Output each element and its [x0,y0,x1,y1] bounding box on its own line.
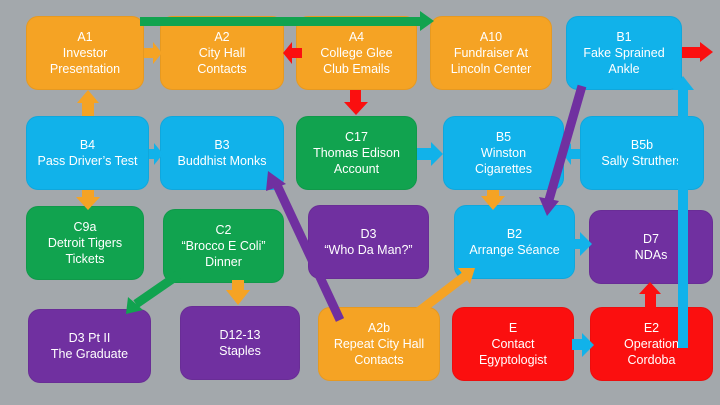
node-c2: C2 “Brocco E Coli” Dinner [163,209,284,283]
node-e2-code: E2 [643,321,660,335]
arrow-c2-d1213 [226,280,250,305]
node-e: E Contact Egyptologist [452,307,574,381]
node-b5-label: Winston Cigarettes [475,146,532,176]
node-c2-code: C2 [215,223,232,237]
node-d7-label: NDAs [634,248,668,262]
node-a10-label: Fundraiser At Lincoln Center [450,46,532,76]
node-d7-code: D7 [643,232,659,246]
node-a4-code: A4 [348,30,365,44]
node-b4: B4 Pass Driver’s Test [26,116,149,190]
node-b2: B2 Arrange Séance [454,205,575,279]
node-a2b-label: Repeat City Hall Contacts [333,337,425,367]
node-d7: D7 NDAs [589,210,713,284]
node-d1213-code: D12-13 [219,328,261,342]
node-a2-label: City Hall Contacts [197,46,247,76]
node-e2: E2 Operation Cordoba [590,307,713,381]
node-b4-label: Pass Driver’s Test [37,154,138,168]
node-e-code: E [508,321,518,335]
node-c9a: C9a Detroit Tigers Tickets [26,206,144,280]
arrow-b1-out [682,42,713,62]
node-b5b-label: Sally Struthers [601,154,683,168]
node-a1: A1 Investor Presentation [26,16,144,90]
node-a4-label: College Glee Club Emails [320,46,393,76]
arrow-c17-b5 [417,142,443,166]
arrow-b4-a1 [77,90,99,116]
node-a1-label: Investor Presentation [49,46,121,76]
node-a10: A10 Fundraiser At Lincoln Center [430,16,552,90]
node-a2: A2 City Hall Contacts [160,16,284,90]
node-b3-code: B3 [214,138,230,152]
node-a1-code: A1 [77,30,93,44]
node-b2-label: Arrange Séance [469,243,560,257]
node-e-label: Contact Egyptologist [478,337,548,367]
node-a2b-code: A2b [367,321,391,335]
node-d3-code: D3 [360,227,377,241]
arrow-a4-c17 [344,90,368,115]
node-d3pt2: D3 Pt II The Graduate [28,309,151,383]
arrow-e2-d7 [639,282,661,308]
node-c9a-code: C9a [73,220,97,234]
node-b5b-code: B5b [630,138,654,152]
node-b1-label: Fake Sprained Ankle [583,46,665,76]
node-d3pt2-code: D3 Pt II [68,331,111,345]
node-b1-code: B1 [616,30,632,44]
node-d1213-label: Staples [219,344,261,358]
node-d3pt2-label: The Graduate [50,347,129,361]
arrow-b5b-b5 [563,143,580,165]
node-b4-code: B4 [79,138,96,152]
node-c17-code: C17 [345,130,368,144]
node-c17-label: Thomas Edison Account [313,146,400,176]
node-d1213: D12-13 Staples [180,306,300,380]
node-b3: B3 Buddhist Monks [160,116,284,190]
node-c17: C17 Thomas Edison Account [296,116,417,190]
node-b5-code: B5 [495,130,512,144]
node-a4: A4 College Glee Club Emails [296,16,417,90]
node-a2b: A2b Repeat City Hall Contacts [318,307,440,381]
node-c2-label: “Brocco E Coli” Dinner [181,239,266,269]
node-b5b: B5b Sally Struthers [580,116,704,190]
node-d3: D3 “Who Da Man?” [308,205,429,279]
node-b1: B1 Fake Sprained Ankle [566,16,682,90]
node-a2-code: A2 [214,30,230,44]
node-b2-code: B2 [506,227,523,241]
node-e2-label: Operation Cordoba [624,337,679,367]
node-a10-code: A10 [479,30,503,44]
node-b3-label: Buddhist Monks [177,154,267,168]
node-d3-label: “Who Da Man?” [324,243,413,257]
node-b5: B5 Winston Cigarettes [443,116,564,190]
node-c9a-label: Detroit Tigers Tickets [47,236,123,266]
